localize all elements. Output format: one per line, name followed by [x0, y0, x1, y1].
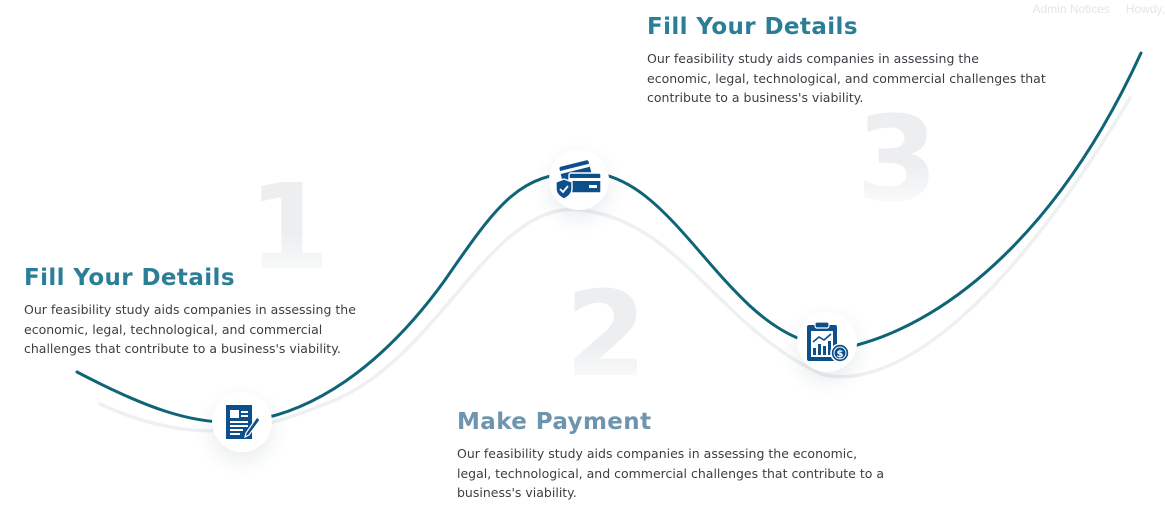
step-3-icon-badge: $ [797, 312, 857, 372]
step-2-icon-badge [549, 150, 609, 210]
wave-path-shadow [98, 96, 1132, 433]
step-1-card: Fill Your Details Our feasibility study … [24, 265, 384, 359]
svg-text:$: $ [837, 349, 844, 360]
step-2-description: Our feasibility study aids companies in … [457, 446, 885, 501]
wave-path-line [75, 51, 1143, 424]
step-2-card: Make Payment Our feasibility study aids … [457, 409, 887, 503]
step-3-description: Our feasibility study aids companies in … [647, 51, 1046, 106]
step-3-card: Fill Your Details Our feasibility study … [647, 14, 1047, 108]
document-pen-icon [226, 405, 261, 439]
step-number-watermark: 2 [565, 265, 648, 403]
credit-cards-shield-icon [555, 160, 602, 200]
step-number-watermark: 1 [248, 158, 331, 296]
admin-bar: Admin Notices Howdy, [1033, 2, 1165, 18]
step-3-title: Fill Your Details [647, 14, 858, 40]
step-2-title: Make Payment [457, 409, 652, 435]
step-number-watermark: 3 [856, 90, 939, 228]
step-1-description: Our feasibility study aids companies in … [24, 302, 356, 357]
clipboard-chart-dollar-icon: $ [807, 321, 850, 363]
howdy-user-link[interactable]: Howdy, [1125, 2, 1165, 16]
admin-notices-link[interactable]: Admin Notices [1032, 2, 1110, 16]
step-1-icon-badge [212, 392, 272, 452]
step-1-title: Fill Your Details [24, 265, 235, 291]
